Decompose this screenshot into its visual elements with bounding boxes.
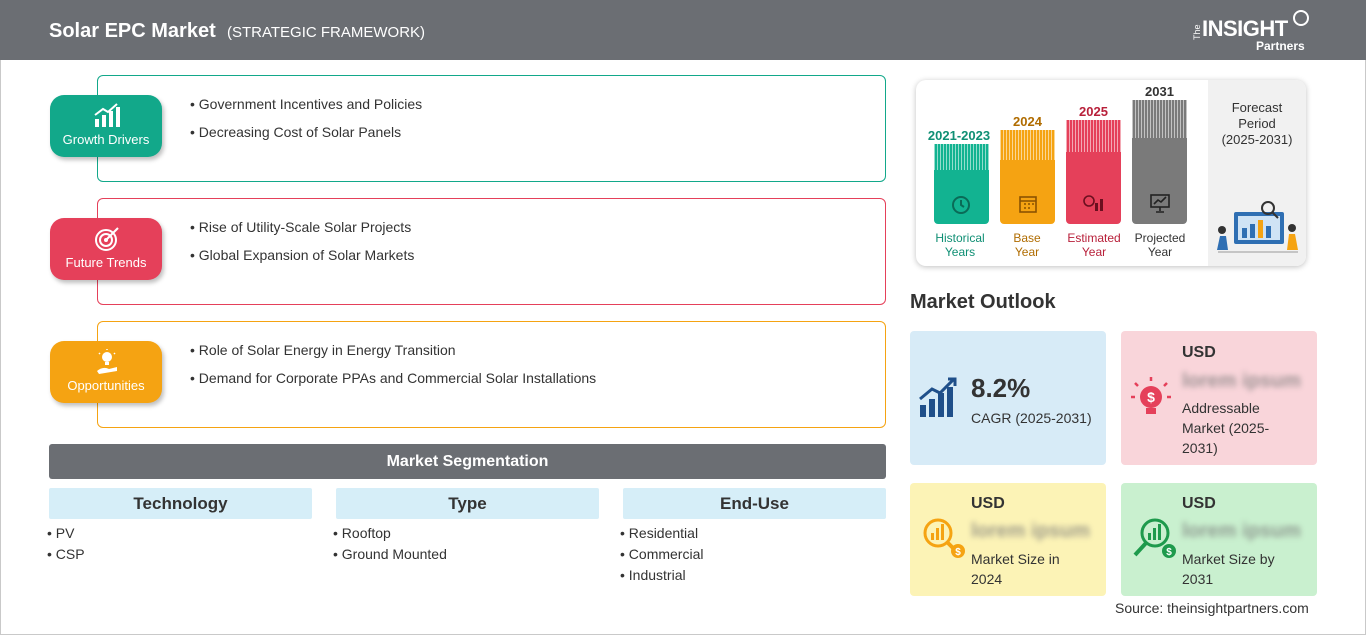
badge-label: Growth Drivers <box>62 132 150 147</box>
addressable-market-card: $ USD lorem ipsum Addressable Market (20… <box>1121 331 1317 465</box>
lightbulb-hand-icon <box>97 349 117 374</box>
timeline-caption: Estimated Year <box>1067 231 1121 259</box>
badge-label: Opportunities <box>67 378 145 393</box>
page-subtitle: (STRATEGIC FRAMEWORK) <box>227 24 426 41</box>
target-icon <box>95 227 119 251</box>
list-item: Rooftop <box>333 525 447 541</box>
market-outlook-title: Market Outlook <box>910 291 1056 313</box>
list-item: Residential <box>620 525 703 541</box>
growth-chart-icon <box>919 377 957 417</box>
cagr-value: 8.2% <box>971 373 1031 403</box>
segment-list-type: Rooftop Ground Mounted <box>333 525 447 567</box>
segment-heading-end-use: End-Use <box>623 488 886 519</box>
forecast-period-panel: Forecast Period (2025-2031) <box>1208 80 1306 266</box>
forecast-period-label: Forecast Period (2025-2031) <box>1221 100 1293 147</box>
growth-drivers-card: Government Incentives and Policies Decre… <box>97 75 886 182</box>
svg-text:$: $ <box>955 547 961 558</box>
cagr-card: 8.2% CAGR (2025-2031) <box>910 331 1106 465</box>
segment-list-technology: PV CSP <box>47 525 85 567</box>
list-item: PV <box>47 525 85 541</box>
svg-text:$: $ <box>1166 547 1172 558</box>
future-trends-card: Rise of Utility-Scale Solar Projects Glo… <box>97 198 886 305</box>
list-item: Rise of Utility-Scale Solar Projects <box>190 219 414 235</box>
blurred-value: lorem ipsum <box>1182 520 1301 542</box>
idea-dollar-icon: $ <box>1131 377 1171 414</box>
timeline-card: 2021-2023 Historical Years 2024 Base Yea… <box>916 80 1306 266</box>
analytics-people-icon <box>1217 201 1298 253</box>
opportunities-card: Role of Solar Energy in Energy Transitio… <box>97 321 886 428</box>
market-size-2031-card: $ USD lorem ipsum Market Size by 2031 <box>1121 483 1317 596</box>
usd-label: USD <box>971 495 1005 512</box>
usd-label: USD <box>1182 344 1216 361</box>
page-title: Solar EPC Market <box>49 20 216 42</box>
market-size-2024-card: $ USD lorem ipsum Market Size in 2024 <box>910 483 1106 596</box>
magnifier-chart-icon: $ <box>923 518 965 558</box>
header-bar: Solar EPC Market (STRATEGIC FRAMEWORK) T… <box>0 0 1366 60</box>
market-size-2031-label: Market Size by 2031 <box>1182 551 1275 587</box>
list-item: Global Expansion of Solar Markets <box>190 247 415 263</box>
timeline-year: 2025 <box>1079 104 1108 119</box>
settings-chart-icon <box>1083 195 1103 211</box>
source-credit: Source: theinsightpartners.com <box>1115 600 1309 616</box>
insight-partners-logo: The INSIGHT Partners <box>1190 10 1320 54</box>
blurred-value: lorem ipsum <box>971 520 1090 542</box>
list-item: Ground Mounted <box>333 546 447 562</box>
list-item: CSP <box>47 546 85 562</box>
blurred-value: lorem ipsum <box>1182 370 1301 392</box>
magnifier-chart-icon: $ <box>1133 518 1176 558</box>
usd-label: USD <box>1182 495 1216 512</box>
list-item: Decreasing Cost of Solar Panels <box>190 124 422 140</box>
segmentation-title: Market Segmentation <box>49 444 886 479</box>
cagr-label: CAGR (2025-2031) <box>971 410 1092 426</box>
timeline-year: 2021-2023 <box>927 128 991 143</box>
future-trends-badge: Future Trends <box>50 218 162 280</box>
timeline-year: 2031 <box>1145 84 1174 99</box>
presentation-icon <box>1150 194 1170 213</box>
badge-label: Future Trends <box>65 255 147 270</box>
calendar-icon <box>1019 196 1037 213</box>
timeline-caption: Base Year <box>1013 231 1041 259</box>
list-item: Industrial <box>620 567 703 583</box>
opportunities-badge: Opportunities <box>50 341 162 403</box>
timeline-caption: Projected Year <box>1134 231 1186 259</box>
list-item: Demand for Corporate PPAs and Commercial… <box>190 370 596 386</box>
timeline-year: 2024 <box>1013 114 1042 129</box>
addressable-market-label: Addressable Market (2025- 2031) <box>1182 400 1270 456</box>
svg-text:$: $ <box>1147 389 1155 405</box>
segment-list-end-use: Residential Commercial Industrial <box>620 525 704 588</box>
segment-heading-type: Type <box>336 488 599 519</box>
timeline-caption: Historical Years <box>935 231 985 259</box>
market-size-2024-label: Market Size in 2024 <box>971 551 1060 587</box>
growth-drivers-badge: Growth Drivers <box>50 95 162 157</box>
list-item: Role of Solar Energy in Energy Transitio… <box>190 342 596 358</box>
list-item: Commercial <box>620 546 704 562</box>
list-item: Government Incentives and Policies <box>190 96 422 112</box>
growth-chart-icon <box>94 103 120 127</box>
segment-heading-technology: Technology <box>49 488 312 519</box>
history-icon <box>952 196 970 214</box>
